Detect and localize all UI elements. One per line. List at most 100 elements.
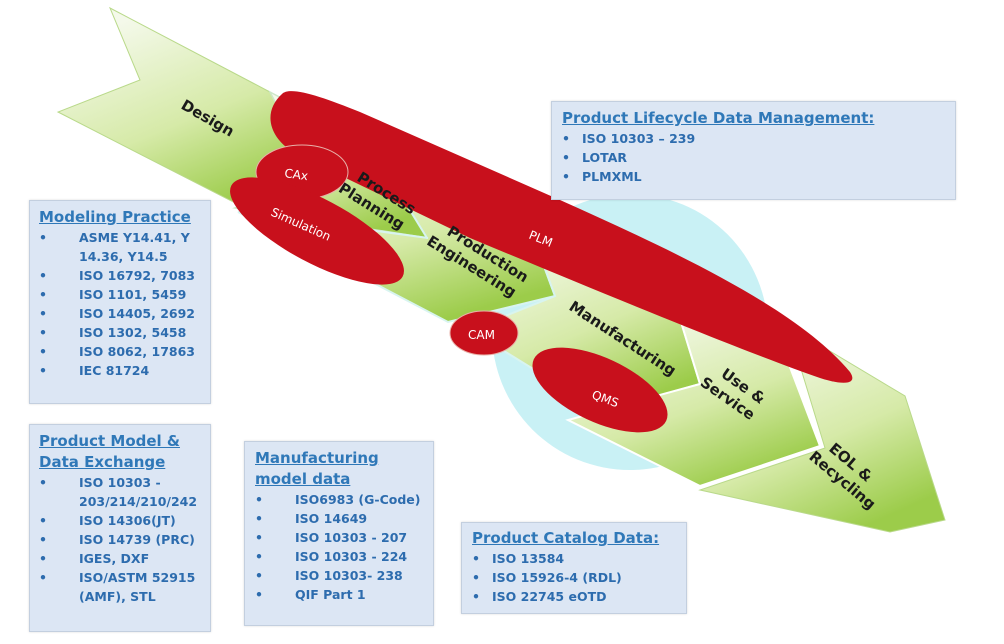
bullet-icon: •: [39, 532, 47, 547]
list-item: •ASME Y14.41, Y: [39, 228, 201, 247]
list-item: • LOTAR: [562, 148, 945, 167]
bullet-icon: •: [562, 169, 570, 184]
list-item: • ISO 14306(JT): [39, 511, 201, 530]
list-item: • IEC 81724: [39, 361, 201, 380]
catalog-data-box: Product Catalog Data: •ISO 13584 •ISO 15…: [461, 522, 687, 614]
stage-chevrons: [56, 6, 946, 533]
list-item: • ISO 1302, 5458: [39, 323, 201, 342]
item-text: LOTAR: [582, 150, 628, 165]
item-text: ISO 14306(JT): [79, 513, 176, 528]
bullet-icon: •: [255, 587, 263, 602]
item-text: ISO 14649: [295, 511, 368, 526]
manufacturing-model-box: Manufacturing model data • ISO6983 (G-Cod…: [244, 441, 434, 626]
list-item: •ISO 8062, 17863: [39, 342, 201, 361]
box-title: Modeling Practice: [39, 208, 191, 226]
list-item: • PLMXML: [562, 167, 945, 186]
item-text: QIF Part 1: [295, 587, 366, 602]
bullet-icon: •: [39, 325, 47, 340]
list-item: • ISO 10303 - 224: [255, 547, 423, 566]
list-item: • ISO 10303 - 207: [255, 528, 423, 547]
list-item: • ISO 16792, 7083: [39, 266, 201, 285]
bullet-icon: •: [562, 131, 570, 146]
item-text: ASME Y14.41, Y: [79, 230, 190, 245]
list-item-continuation: 203/214/210/242: [39, 492, 201, 511]
bullet-icon: •: [472, 570, 480, 585]
item-text: ISO 10303 - 207: [295, 530, 408, 545]
standards-list: •ASME Y14.41, Y 14.36, Y14.5 •ISO 16792,…: [39, 228, 201, 380]
box-title: Data Exchange: [39, 453, 166, 471]
item-text: IGES, DXF: [79, 551, 150, 566]
tool-label-cax: CAx: [284, 166, 309, 183]
list-item-continuation: 14.36, Y14.5: [39, 247, 201, 266]
standards-list: • ISO6983 (G-Code) • ISO 14649 • ISO 10303 …: [255, 490, 423, 604]
box-title: Product Lifecycle Data Management:: [562, 109, 875, 127]
item-text: ISO 10303 - 224: [295, 549, 408, 564]
box-title: Product Model &: [39, 432, 180, 450]
list-item: • QIF Part 1: [255, 585, 423, 604]
plm-band: [270, 91, 853, 383]
box-title: model data: [255, 470, 351, 488]
bullet-icon: •: [39, 570, 47, 585]
item-text: ISO 1101, 5459: [79, 287, 187, 302]
bullet-icon: •: [39, 306, 47, 321]
box-title: Manufacturing: [255, 449, 379, 467]
list-item: •ISO 13584: [472, 549, 676, 568]
item-text: 203/214/210/242: [79, 494, 198, 509]
item-text: (AMF), STL: [79, 589, 156, 604]
bullet-icon: •: [255, 511, 263, 526]
list-item-continuation: (AMF), STL: [39, 587, 201, 606]
list-item: • ISO 10303 -: [39, 473, 201, 492]
item-text: 14.36, Y14.5: [79, 249, 168, 264]
item-text: ISO 1302, 5458: [79, 325, 187, 340]
tool-label-cam: CAM: [468, 328, 495, 342]
standards-list: • ISO 10303 - 203/214/210/242 • ISO 14306(…: [39, 473, 201, 606]
list-item: • ISO 14649: [255, 509, 423, 528]
bullet-icon: •: [255, 549, 263, 564]
simulation-ellipse: [230, 177, 404, 285]
bullet-icon: •: [39, 513, 47, 528]
modeling-practice-box: Modeling Practice •ASME Y14.41, Y 14.36,…: [29, 200, 211, 404]
plm-data-box: Product Lifecycle Data Management: • ISO …: [551, 101, 956, 200]
bullet-icon: •: [255, 492, 263, 507]
item-text: ISO/ASTM 52915: [79, 570, 196, 585]
list-item: • ISO 10303- 238: [255, 566, 423, 585]
list-item: • ISO/ASTM 52915: [39, 568, 201, 587]
item-text: ISO 10303 – 239: [582, 131, 696, 146]
qms-ellipse: [532, 347, 668, 433]
cam-ellipse: [449, 310, 519, 356]
standards-list: •ISO 13584 • ISO 15926-4 (RDL) • ISO 22745…: [472, 549, 676, 606]
bullet-icon: •: [39, 475, 47, 490]
list-item: • ISO 14405, 2692: [39, 304, 201, 323]
list-item: • ISO 10303 – 239: [562, 129, 945, 148]
bullet-icon: •: [39, 363, 47, 378]
item-text: ISO 14405, 2692: [79, 306, 196, 321]
product-model-box: Product Model & Data Exchange • ISO 10303…: [29, 424, 211, 632]
list-item: • ISO 1101, 5459: [39, 285, 201, 304]
bullet-icon: •: [562, 150, 570, 165]
list-item: • ISO 15926-4 (RDL): [472, 568, 676, 587]
item-text: ISO 13584: [492, 551, 565, 566]
item-text: ISO 8062, 17863: [79, 344, 196, 359]
list-item: • ISO6983 (G-Code): [255, 490, 423, 509]
list-item: • ISO 22745 eOTD: [472, 587, 676, 606]
list-item: • ISO 14739 (PRC): [39, 530, 201, 549]
bullet-icon: •: [39, 287, 47, 302]
item-text: IEC 81724: [79, 363, 150, 378]
bullet-icon: •: [255, 530, 263, 545]
bullet-icon: •: [39, 268, 47, 283]
bullet-icon: •: [39, 551, 47, 566]
bullet-icon: •: [255, 568, 263, 583]
chevron-eol-recycling: [698, 324, 946, 533]
item-text: ISO 15926-4 (RDL): [492, 570, 622, 585]
list-item: • IGES, DXF: [39, 549, 201, 568]
item-text: PLMXML: [582, 169, 642, 184]
item-text: ISO 10303 -: [79, 475, 161, 490]
bullet-icon: •: [472, 589, 480, 604]
item-text: ISO 16792, 7083: [79, 268, 196, 283]
item-text: ISO6983 (G-Code): [295, 492, 421, 507]
item-text: ISO 14739 (PRC): [79, 532, 195, 547]
item-text: ISO 10303- 238: [295, 568, 403, 583]
item-text: ISO 22745 eOTD: [492, 589, 607, 604]
box-title: Product Catalog Data:: [472, 529, 660, 547]
